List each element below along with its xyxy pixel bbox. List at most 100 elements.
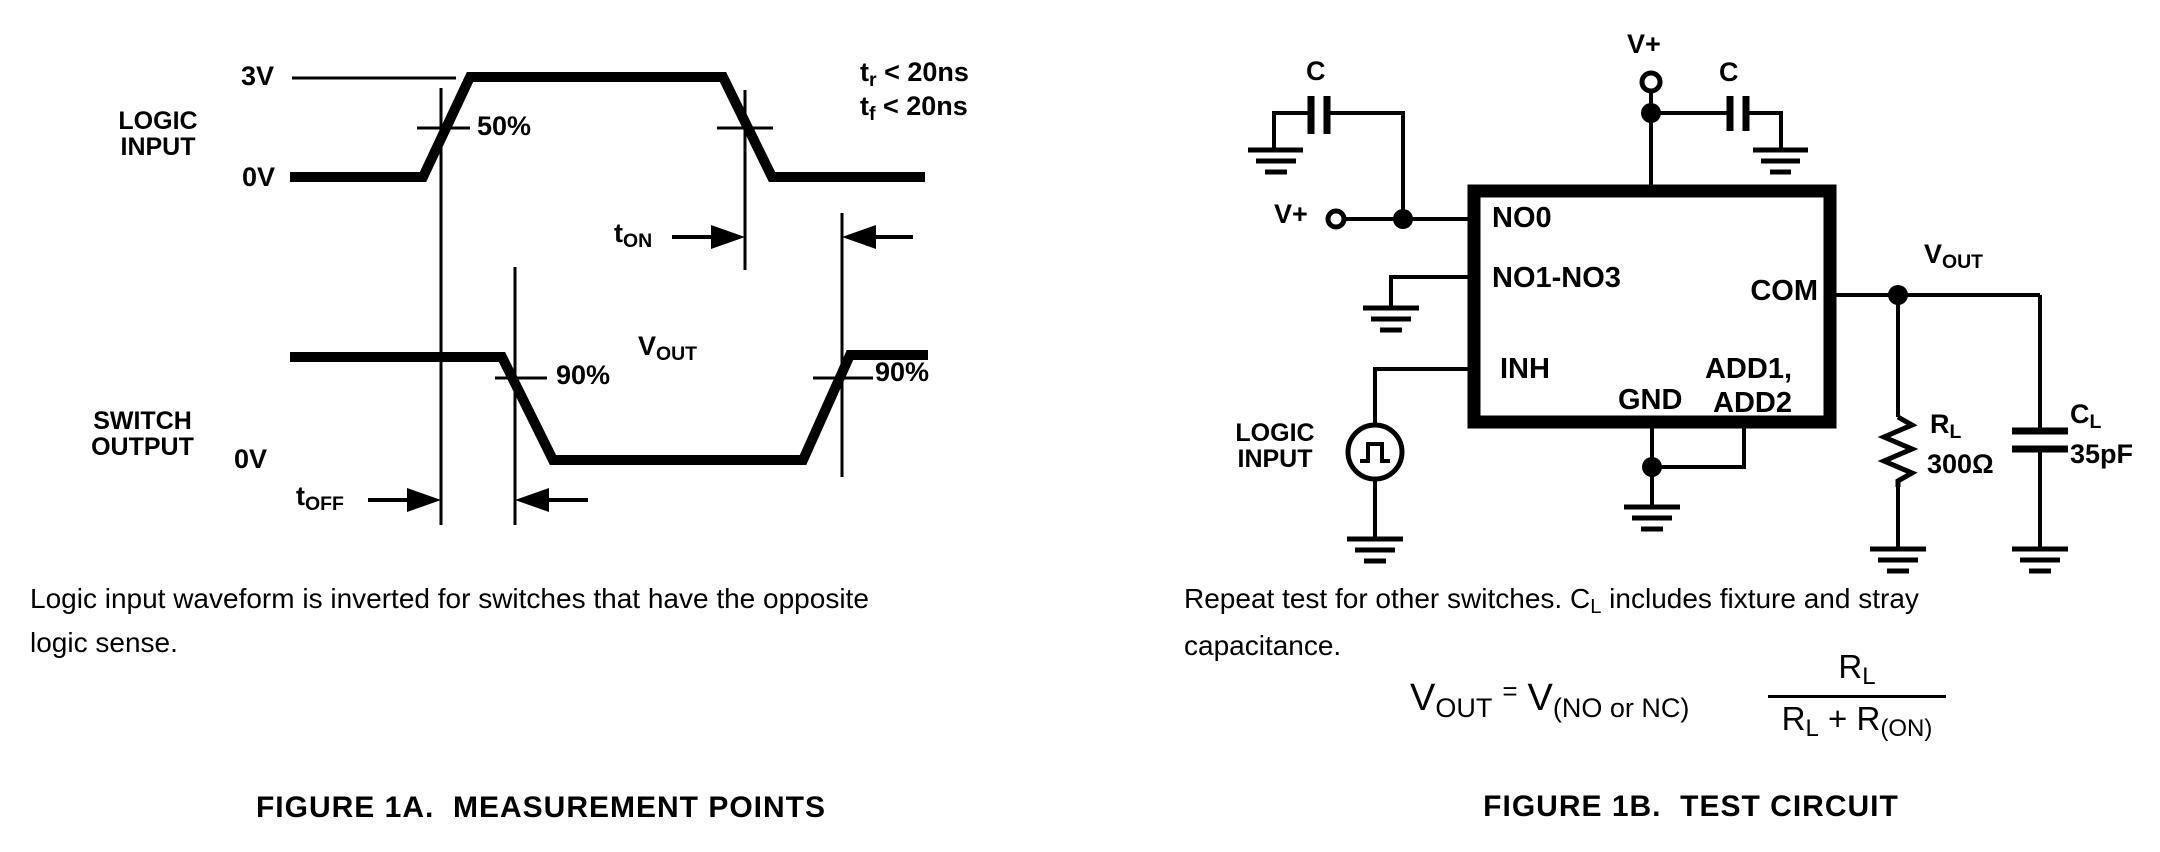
pin-label-add2: ADD2 — [1713, 387, 1792, 419]
no1no3-pin-wire — [1389, 275, 1468, 308]
switch-output-line1: SWITCH — [93, 407, 192, 435]
pulse-waveform-icon — [1360, 442, 1390, 463]
bypass-cap-label-top: C — [1719, 57, 1739, 87]
formula-equals: = — [1502, 676, 1518, 706]
resistor-zigzag — [1877, 414, 1919, 487]
note-cl-sub: L — [1590, 596, 1602, 619]
fraction-bar — [1768, 695, 1946, 698]
pin-label-no1-no3: NO1-NO3 — [1492, 262, 1621, 294]
ground-symbol — [2012, 546, 2068, 574]
num-r-sub: L — [1862, 663, 1876, 690]
vout-waveform-label: VOUT — [638, 332, 697, 364]
logic-input-line1: LOGIC — [1235, 419, 1315, 447]
den-r2-sub: (ON) — [1880, 715, 1933, 742]
level-label-0v-input: 0V — [242, 162, 276, 192]
load-capacitor-group — [2012, 295, 2068, 574]
vout-formula-lhs: VOUT=V(NO or NC) — [1410, 676, 1689, 724]
load-resistor-group — [1870, 295, 1926, 574]
tr-cond: < 20ns — [876, 57, 969, 87]
vout-formula-fraction: RL RL + R(ON) — [1768, 648, 1946, 743]
toff-label: tOFF — [296, 482, 344, 514]
level-label-3v: 3V — [241, 61, 275, 91]
wire — [1330, 111, 1405, 219]
toff-arrowhead-left — [515, 488, 549, 512]
left-bypass-cap-group — [1248, 96, 1405, 219]
pin-label-no0: NO0 — [1492, 202, 1552, 234]
logic-input-line2: INPUT — [1237, 445, 1313, 473]
den-r1-sub: L — [1805, 715, 1819, 742]
den-r1: R — [1781, 700, 1806, 737]
num-r: R — [1838, 648, 1863, 685]
pct90-fall-label: 90% — [556, 360, 611, 390]
ton-sub: ON — [623, 229, 653, 252]
logic-input-line1: LOGIC — [118, 107, 198, 135]
ground-symbol — [1870, 546, 1926, 574]
logic-input-trace — [290, 72, 925, 182]
pulse-source-circle — [1345, 422, 1405, 482]
cl-sub: L — [2089, 410, 2102, 433]
com-output-group — [1830, 285, 2040, 305]
toff-dimension-arrows — [368, 488, 588, 512]
pct90-rise-label: 90% — [875, 357, 930, 387]
ton-dimension-arrows — [672, 225, 913, 249]
tr-sub: r — [869, 68, 877, 91]
fall-time-spec: tf < 20ns — [860, 92, 968, 124]
ground-symbol — [1624, 504, 1680, 532]
logic-input-waveform-group — [290, 72, 925, 182]
wire — [1749, 111, 1783, 150]
pin-label-com: COM — [1750, 275, 1818, 307]
switch-output-trace — [290, 350, 928, 465]
add-pin-wire — [1652, 422, 1746, 469]
vplus-terminal-circle — [1325, 208, 1347, 230]
formula-v-sub: OUT — [1435, 692, 1493, 723]
ton-arrowhead-left — [842, 225, 876, 249]
vplus-label-left: V+ — [1274, 199, 1308, 229]
pin-label-add: ADD1,ADD2 — [1649, 352, 1792, 420]
ton-base: t — [614, 218, 623, 248]
gnd-add-group — [1624, 422, 1746, 532]
level-label-0v-output: 0V — [234, 444, 268, 474]
top-vplus-cap-group — [1639, 70, 1808, 190]
fraction-denominator: RL + R(ON) — [1768, 700, 1946, 743]
formula-v: V — [1410, 677, 1436, 719]
rl-value-label: 300Ω — [1927, 449, 1994, 479]
note-pre: Repeat test for other switches. C — [1184, 583, 1591, 614]
fig1b-note-line2: capacitance. — [1184, 630, 1342, 661]
rl-sub: L — [1949, 420, 1962, 443]
tr-base: t — [860, 57, 869, 87]
fig1a-note-line2: logic sense. — [30, 627, 178, 658]
formula-vsrc-sub: (NO or NC) — [1552, 692, 1690, 723]
note-post: includes fixture and stray — [1601, 583, 1919, 614]
logic-input-line2: INPUT — [120, 133, 196, 161]
inh-pin-wire — [1373, 367, 1468, 425]
pct50-label: 50% — [477, 111, 532, 141]
rl-base: R — [1930, 409, 1950, 439]
tf-base: t — [860, 91, 869, 121]
cl-name-label: CL — [2070, 400, 2101, 432]
ground-symbol — [1363, 305, 1419, 333]
pin-label-inh: INH — [1500, 353, 1550, 385]
tf-sub: f — [869, 102, 876, 125]
cl-value-label: 35pF — [2070, 439, 2134, 469]
cl-base: C — [2070, 399, 2090, 429]
tf-cond: < 20ns — [875, 91, 968, 121]
toff-arrowhead-right — [407, 488, 441, 512]
vout-base: V — [638, 331, 657, 361]
no1no3-ground-group — [1363, 275, 1468, 333]
pin-label-gnd: GND — [1618, 384, 1683, 416]
fig1a-caption: FIGURE 1A. MEASUREMENT POINTS — [255, 791, 827, 824]
den-r2: R — [1856, 700, 1881, 737]
ton-arrowhead-right — [711, 225, 745, 249]
measurement-reference-lines — [439, 88, 844, 525]
fig1b-note-line1: Repeat test for other switches. CL inclu… — [1184, 583, 1919, 619]
vplus-terminal-circle — [1639, 70, 1663, 94]
fig1a-note-line1: Logic input waveform is inverted for swi… — [30, 583, 869, 614]
rl-name-label: RL — [1930, 410, 1961, 442]
junction-dot — [1393, 209, 1413, 229]
capacitor-plates — [2012, 427, 2068, 453]
vout-sub: OUT — [1942, 250, 1984, 273]
vout-base: V — [1924, 239, 1943, 269]
